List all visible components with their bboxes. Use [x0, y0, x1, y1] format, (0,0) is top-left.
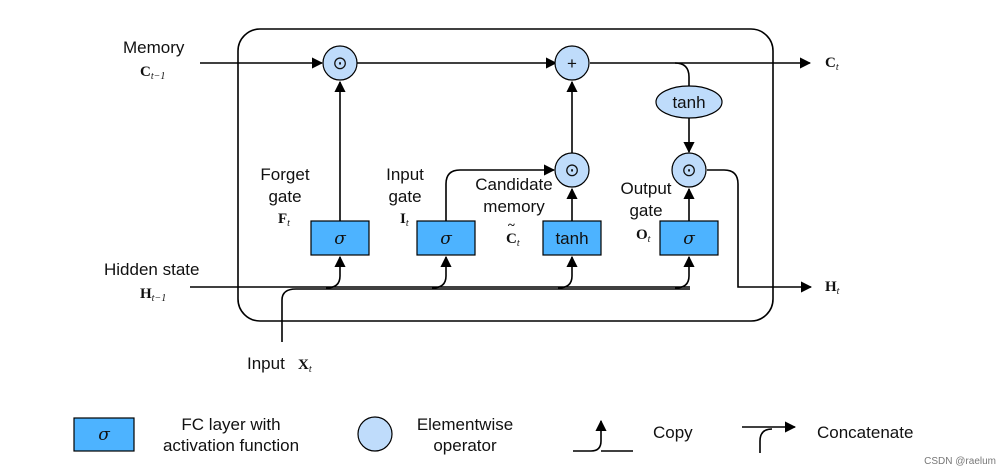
concat-to-output-wire — [674, 255, 695, 289]
input-gate-box — [416, 220, 476, 256]
h-prev-symbol: Ht−1 — [140, 286, 166, 304]
legend-fc-sigma: σ — [98, 425, 110, 445]
output-tanh-op — [655, 85, 723, 119]
output-multiply-symbol: ⊙ — [681, 160, 696, 180]
h-t-symbol: Ht — [825, 279, 840, 297]
forget-multiply-op — [322, 45, 358, 81]
legend-elementwise-label-2: operator — [433, 436, 497, 455]
output-multiply-op — [671, 152, 707, 188]
forget-gate-label-1: Forget — [260, 165, 309, 184]
input-gate-to-mult-wire — [445, 164, 556, 221]
c-prev-symbol: Ct−1 — [140, 64, 165, 82]
forget-gate-symbol: Ft — [278, 211, 290, 229]
memory-copy-to-tanh-wire — [674, 62, 690, 88]
candidate-multiply-symbol: ⊙ — [564, 160, 579, 180]
candidate-tanh-label: tanh — [555, 229, 588, 248]
concat-to-input-wire — [431, 255, 452, 289]
output-gate-sigma: σ — [683, 229, 695, 249]
legend: σ FC layer with activation function Elem… — [73, 415, 913, 455]
output-gate-label-1: Output — [620, 179, 671, 198]
input-gate-label-1: Input — [386, 165, 424, 184]
input-gate-label-2: gate — [388, 187, 421, 206]
add-symbol: + — [567, 54, 577, 73]
legend-elementwise-circle — [357, 416, 393, 452]
forget-gate-label-2: gate — [268, 187, 301, 206]
output-gate-symbol: Ot — [636, 227, 651, 245]
watermark: CSDN @raelum — [924, 456, 996, 467]
lstm-cell-frame — [237, 28, 774, 322]
forget-gate-box — [310, 220, 370, 256]
legend-concat-branch — [759, 428, 773, 453]
legend-concat-label: Concatenate — [817, 423, 913, 442]
candidate-label-2: memory — [483, 197, 545, 216]
legend-elementwise-label-1: Elementwise — [417, 415, 513, 434]
candidate-symbol: Ct — [506, 231, 520, 249]
input-gate-symbol: It — [400, 211, 409, 229]
candidate-tilde-icon: ~ — [508, 217, 515, 232]
x-t-symbol: Xt — [298, 357, 312, 375]
hidden-state-label: Hidden state — [104, 260, 199, 279]
memory-label: Memory — [123, 38, 185, 57]
legend-copy-arrow-icon — [573, 419, 607, 452]
candidate-tanh-box — [542, 220, 602, 256]
concat-to-forget-wire — [325, 255, 346, 289]
candidate-label-1: Candidate — [475, 175, 553, 194]
input-concat-wire — [281, 288, 690, 342]
input-gate-sigma: σ — [440, 229, 452, 249]
candidate-multiply-op — [554, 152, 590, 188]
legend-fc-box — [73, 417, 135, 452]
legend-fc-label-2: activation function — [163, 436, 299, 455]
concat-to-cand-wire — [557, 255, 578, 289]
forget-gate-sigma: σ — [334, 229, 346, 249]
output-tanh-label: tanh — [672, 93, 705, 112]
legend-copy-label: Copy — [653, 423, 693, 442]
memory-add-op — [554, 45, 590, 81]
input-label: Input — [247, 354, 285, 373]
output-gate-label-2: gate — [629, 201, 662, 220]
c-t-symbol: Ct — [825, 55, 839, 73]
hidden-out-wire — [707, 169, 813, 293]
output-gate-box — [659, 220, 719, 256]
forget-multiply-symbol: ⊙ — [332, 53, 347, 73]
legend-fc-label-1: FC layer with — [181, 415, 280, 434]
